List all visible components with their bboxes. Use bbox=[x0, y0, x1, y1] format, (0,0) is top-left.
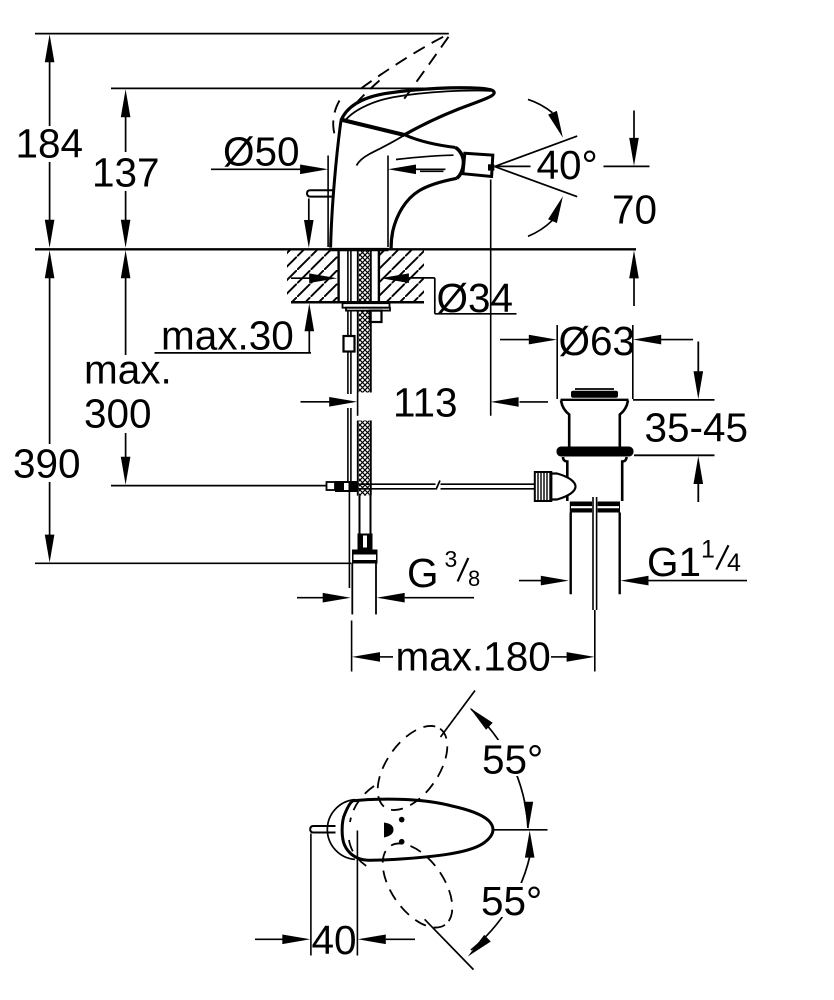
svg-text:40°: 40° bbox=[537, 142, 598, 188]
svg-text:3: 3 bbox=[445, 546, 458, 572]
svg-text:Ø50: Ø50 bbox=[223, 129, 300, 175]
svg-text:max.: max. bbox=[84, 347, 172, 393]
svg-text:70: 70 bbox=[612, 187, 657, 233]
svg-text:55°: 55° bbox=[482, 737, 543, 783]
svg-text:max.180: max.180 bbox=[396, 634, 551, 680]
svg-text:4: 4 bbox=[727, 549, 741, 577]
svg-text:1: 1 bbox=[701, 536, 715, 564]
svg-text:G1: G1 bbox=[647, 539, 701, 585]
svg-text:390: 390 bbox=[13, 441, 81, 487]
svg-text:55°: 55° bbox=[481, 878, 542, 924]
svg-text:Ø34: Ø34 bbox=[437, 275, 514, 321]
svg-text:300: 300 bbox=[84, 391, 152, 437]
svg-text:G: G bbox=[407, 550, 439, 596]
svg-text:35-45: 35-45 bbox=[645, 405, 749, 451]
svg-text:Ø63: Ø63 bbox=[559, 318, 636, 364]
svg-text:8: 8 bbox=[468, 566, 480, 591]
svg-text:40: 40 bbox=[312, 917, 357, 963]
svg-text:137: 137 bbox=[92, 150, 160, 196]
svg-text:max.30: max.30 bbox=[161, 313, 294, 359]
svg-text:184: 184 bbox=[16, 121, 84, 167]
svg-text:113: 113 bbox=[393, 380, 458, 426]
